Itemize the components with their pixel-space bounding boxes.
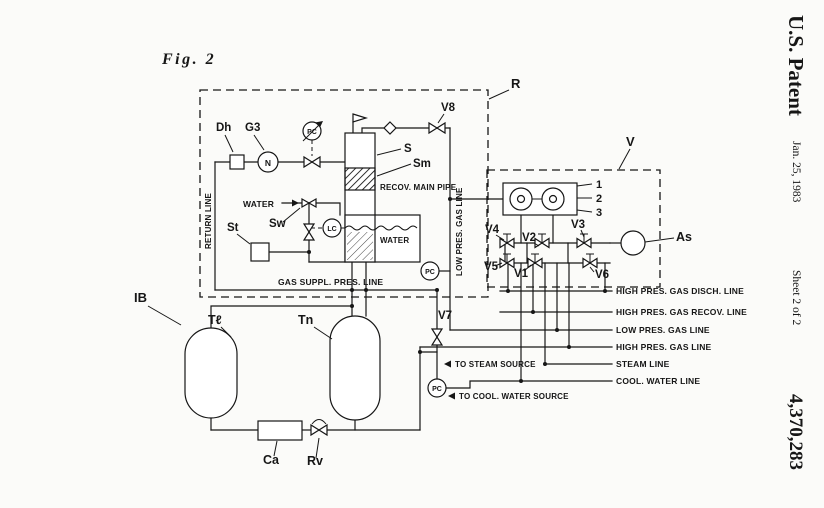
label-Sm: Sm: [413, 158, 431, 170]
label-V8: V8: [441, 102, 456, 114]
vessels: [184, 113, 421, 441]
gauge-G3: [257, 151, 279, 173]
level-controller-LC: [322, 218, 342, 238]
patent-date: Jan. 25, 1983: [790, 141, 802, 203]
label-3: 3: [596, 207, 602, 219]
label-V3: V3: [571, 219, 585, 231]
label-PC-bottom: PC: [432, 386, 442, 393]
pipe-label-low-pres-gas-line-vertical: LOW PRES. GAS LINE: [455, 187, 464, 276]
label-PC-top: PC: [307, 129, 317, 136]
pressure-controller-mid: [420, 261, 440, 281]
pipe-label-to-steam-source: TO STEAM SOURCE: [455, 360, 536, 369]
label-Ca: Ca: [263, 453, 280, 467]
figure-caption: Fig. 2: [161, 51, 216, 68]
label-IB: IB: [134, 290, 147, 305]
pipe-label-recov-main-pipe: RECOV. MAIN PIPE: [380, 183, 457, 192]
label-Tl: Tℓ: [208, 313, 222, 327]
pipe-label-steam-line: STEAM LINE: [616, 359, 670, 369]
pipe-label-water-inlet: WATER: [243, 199, 274, 209]
junction-dots: [307, 197, 607, 383]
pipe-label-low-pres-gas-line: LOW PRES. GAS LINE: [616, 325, 710, 335]
label-As: As: [676, 230, 692, 244]
accumulator-As: [620, 230, 646, 256]
pipe-label-high-pres-gas-disch-line: HIGH PRES. GAS DISCH. LINE: [616, 286, 744, 296]
packing-section-Sm: [344, 167, 376, 191]
check-valve: [383, 121, 397, 135]
label-LC: LC: [327, 226, 336, 233]
label-V5: V5: [484, 261, 499, 273]
pressure-controller-top: [302, 121, 322, 141]
pipe-label-return-line: RETURN LINE: [204, 193, 213, 249]
label-1: 1: [596, 179, 602, 191]
label-Tn: Tn: [298, 313, 313, 327]
label-R: R: [511, 76, 521, 91]
label-G3: G3: [245, 122, 260, 134]
vent-pennant: [352, 113, 369, 123]
label-V4: V4: [485, 224, 500, 236]
water-valve-Sw: [301, 197, 311, 209]
gas-cylinder-Tl: [184, 327, 238, 419]
label-Sw: Sw: [269, 218, 286, 230]
pipe-label-water-tank: WATER: [380, 236, 409, 245]
valve-unit-boundary-V: [486, 169, 661, 288]
device-St: [250, 242, 270, 262]
label-V7: V7: [438, 310, 452, 322]
drain-valve: [302, 223, 316, 234]
water-shading: [347, 232, 373, 260]
control-valve-left: [303, 155, 314, 169]
pipe-label-high-pres-gas-line: HIGH PRES. GAS LINE: [616, 342, 712, 352]
patent-title: U.S. Patent: [784, 15, 808, 116]
pipe-label-gas-suppl-pres-line: GAS SUPPL. PRES. LINE: [278, 277, 383, 287]
device-Dh: [229, 154, 245, 170]
water-surface: [344, 225, 418, 231]
label-St: St: [227, 222, 239, 234]
patent-number: 4,370,283: [785, 394, 806, 470]
pipe-label-cool-water-line: COOL. WATER LINE: [616, 376, 700, 386]
valve-Rv: [310, 423, 321, 437]
label-V6: V6: [595, 269, 609, 281]
label-Dh: Dh: [216, 122, 231, 134]
label-V1: V1: [514, 268, 529, 280]
label-N: N: [265, 158, 271, 168]
pressure-controller-bottom: [427, 378, 447, 398]
valve-V8: [428, 121, 439, 135]
valve-V7: [430, 328, 444, 339]
gas-cylinder-Tn: [329, 315, 381, 421]
recovery-unit-boundary-R: [199, 89, 489, 298]
piping-lines: [210, 121, 622, 431]
label-S: S: [404, 143, 412, 155]
connector-box-Ca: [257, 420, 303, 441]
pipe-label-high-pres-gas-recov-line: HIGH PRES. GAS RECOV. LINE: [616, 307, 747, 317]
patent-sheet-number: Sheet 2 of 2: [790, 270, 802, 326]
label-V: V: [626, 134, 635, 149]
leader-lines: [147, 89, 675, 459]
instruments-and-valves: [229, 121, 646, 437]
label-2: 2: [596, 193, 602, 205]
label-PC-mid: PC: [425, 269, 435, 276]
manifold-valves: [499, 233, 598, 269]
label-Rv: Rv: [307, 454, 323, 468]
pipe-label-to-cool-water-source: TO COOL. WATER SOURCE: [459, 392, 569, 401]
label-V2: V2: [522, 232, 536, 244]
